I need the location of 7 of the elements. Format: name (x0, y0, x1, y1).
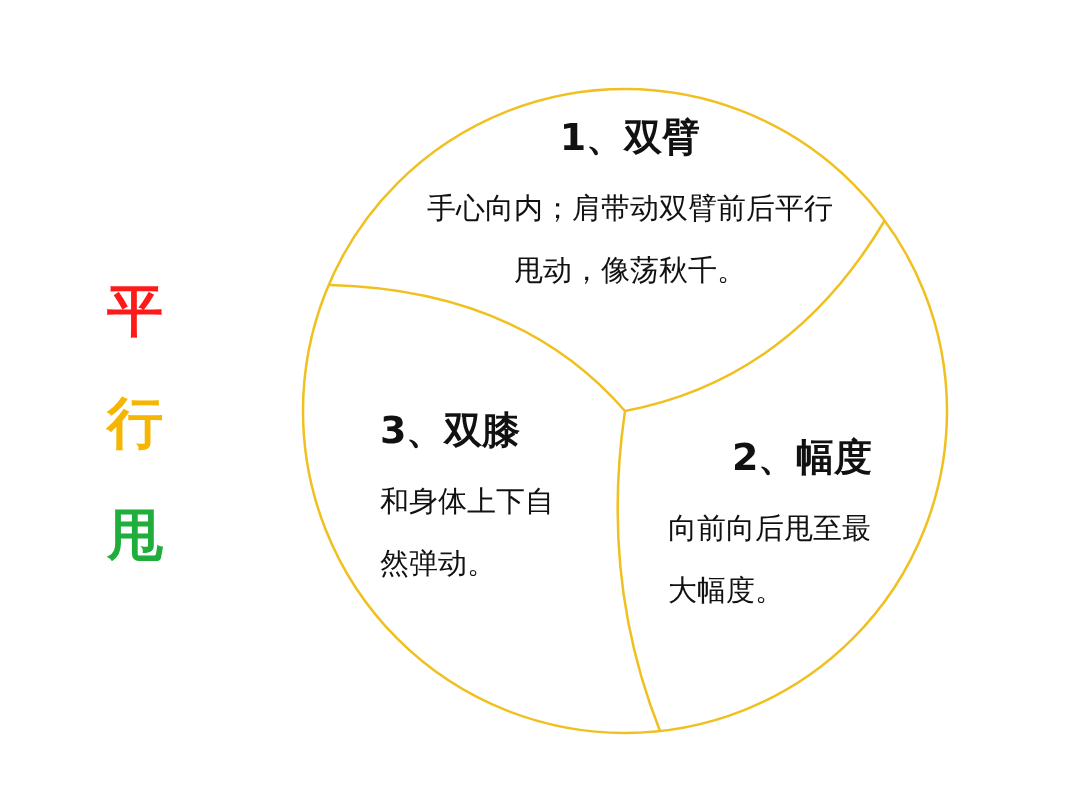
section-heading: 3、双膝 (380, 407, 522, 454)
section-text: 向前向后甩至最大幅度。 (668, 510, 872, 609)
section-heading: 1、双臂 (558, 114, 702, 161)
section-heading: 2、幅度 (731, 434, 874, 481)
section-text: 和身体上下自然弹动。 (380, 483, 555, 582)
title: 平行甩 (105, 277, 164, 569)
section-text: 手心向内；肩带动双臂前后平行甩动，像荡秋千。 (426, 190, 834, 289)
